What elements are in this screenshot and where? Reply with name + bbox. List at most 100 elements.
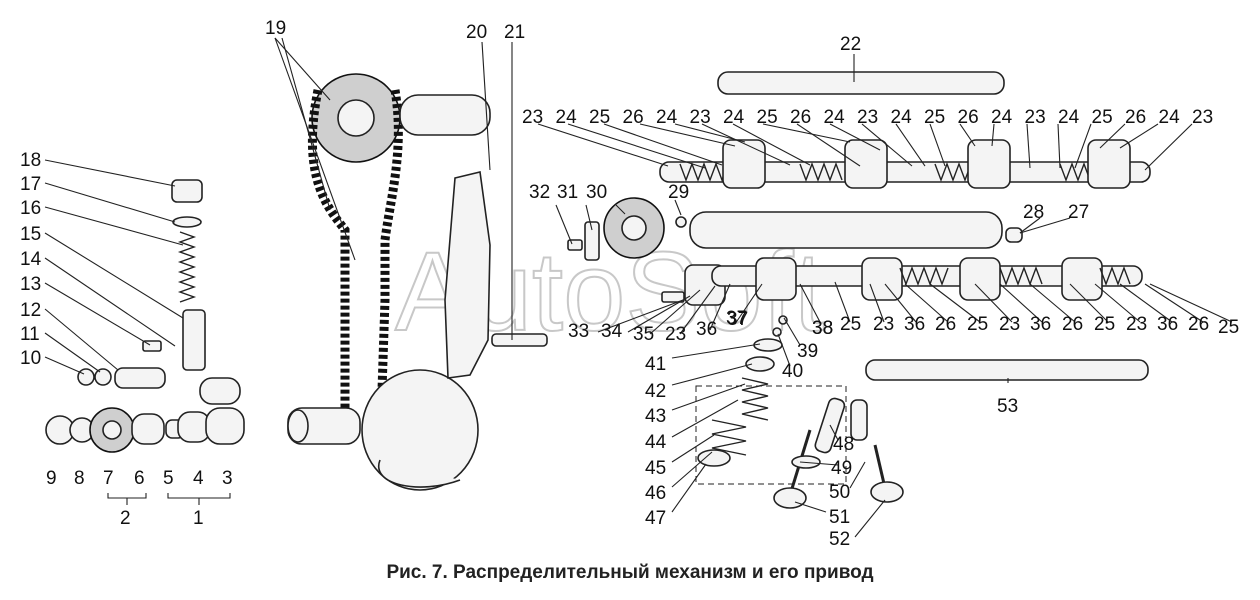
- callout-12: 12: [20, 300, 41, 321]
- ring-10: [77, 368, 95, 386]
- callout-top-row-1: 24: [556, 107, 578, 128]
- tensioner-cap: [171, 179, 203, 203]
- callout-11: 11: [20, 324, 40, 345]
- rocker-assembly: [659, 71, 1151, 189]
- callout-17: 17: [20, 174, 41, 195]
- leader-lines: [44, 37, 1233, 538]
- callout-14: 14: [20, 249, 42, 270]
- callout-top-row-13: 26: [958, 107, 979, 128]
- callout-33: 33: [568, 321, 589, 342]
- tensioner-washer: [172, 216, 202, 228]
- callout-bottom-row-5: 23: [873, 314, 894, 335]
- timing-chain-right: [375, 89, 403, 451]
- rocker-arm-3: [967, 139, 1011, 189]
- callout-8: 8: [74, 468, 85, 489]
- rocker-shaft-22: [717, 71, 1005, 95]
- callout-3: 3: [222, 468, 233, 489]
- lower-spring-b: [999, 266, 1043, 286]
- bolt-33: [661, 291, 685, 303]
- crankshaft-nose-end: [287, 409, 309, 443]
- tensioner-body: [182, 309, 206, 371]
- rocker-shaft-53: [865, 359, 1149, 381]
- retainer-42: [745, 356, 775, 372]
- tensioner-assembly: [45, 179, 245, 505]
- callout-top-row-6: 24: [723, 107, 745, 128]
- camshaft-gear-hub: [621, 215, 647, 241]
- exhaust-valve-head-52: [870, 481, 904, 503]
- callout-6: 6: [134, 468, 145, 489]
- callout-top-row-9: 24: [824, 107, 846, 128]
- callout-top-row-12: 25: [924, 107, 945, 128]
- exhaust-valve-stem: [873, 444, 887, 489]
- intake-valve-head-51: [773, 487, 807, 509]
- callout-47: 47: [645, 508, 666, 529]
- callout-bottom-row-11: 26: [1062, 314, 1083, 335]
- callout-13: 13: [20, 274, 41, 295]
- callout-31: 31: [557, 182, 578, 203]
- callout-38: 38: [812, 318, 833, 339]
- callout-41: 41: [645, 354, 666, 375]
- housing-3: [205, 407, 245, 445]
- bushing-6: [131, 413, 165, 445]
- spacer-spring-d: [1059, 162, 1091, 182]
- callout-51: 51: [829, 507, 850, 528]
- callout-27: 27: [1068, 202, 1089, 223]
- callout-44: 44: [645, 432, 667, 453]
- tensioner-bracket: [199, 377, 241, 405]
- callout-46: 46: [645, 483, 666, 504]
- callout-32: 32: [529, 182, 550, 203]
- figure-caption: Рис. 7. Распределительный механизм и его…: [386, 562, 874, 583]
- callout-7: 7: [103, 468, 114, 489]
- crank-web: [377, 459, 461, 488]
- callout-50: 50: [829, 482, 850, 503]
- callout-53: 53: [997, 396, 1018, 417]
- callout-1: 1: [193, 508, 204, 529]
- callout-bottom-row-16: 25: [1218, 317, 1239, 338]
- callout-30: 30: [586, 182, 607, 203]
- callout-bottom-row-8: 25: [967, 314, 988, 335]
- callout-52: 52: [829, 529, 850, 550]
- callout-top-row-5: 23: [690, 107, 711, 128]
- callout-5: 5: [163, 468, 174, 489]
- timing-drive: [287, 73, 548, 491]
- callout-bottom-row-15: 26: [1188, 314, 1209, 335]
- callout-22: 22: [840, 34, 861, 55]
- rocker-arm-4: [1087, 139, 1131, 189]
- callout-top-row-16: 24: [1058, 107, 1080, 128]
- valve-train: [695, 315, 904, 509]
- callout-top-row-15: 23: [1025, 107, 1046, 128]
- lower-rocker-3: [959, 257, 1001, 301]
- callout-18: 18: [20, 150, 41, 171]
- spring-cap-41: [753, 338, 783, 352]
- inner-spring-43: [741, 377, 769, 421]
- camshaft-stub: [399, 94, 491, 136]
- tensioner-spring: [177, 231, 197, 303]
- callout-43: 43: [645, 406, 666, 427]
- callout-28: 28: [1023, 202, 1044, 223]
- lower-spring-a: [899, 266, 949, 286]
- callout-top-row-14: 24: [991, 107, 1013, 128]
- callout-bottom-row-4: 25: [840, 314, 861, 335]
- plug-28: [1005, 227, 1023, 243]
- callout-bottom-row-7: 26: [935, 314, 956, 335]
- callout-34: 34: [601, 321, 623, 342]
- callout-bottom-row-0: 23: [665, 324, 686, 345]
- ring-11: [94, 368, 112, 386]
- callout-9: 9: [46, 468, 57, 489]
- callout-labels: 18 17 16 15 14 13 12 11 10 9 8 7 6 5 4 3…: [20, 18, 1089, 550]
- callout-bottom-row-2: 37: [727, 309, 748, 330]
- valve-group-outline: [695, 385, 847, 485]
- callout-40: 40: [782, 361, 803, 382]
- callout-bottom-row-14: 36: [1157, 314, 1178, 335]
- callout-top-row-0: 23: [522, 107, 543, 128]
- callout-top-row-2: 25: [589, 107, 610, 128]
- callout-21: 21: [504, 22, 525, 43]
- sleeve-12: [114, 367, 166, 389]
- callout-bottom-row-10: 36: [1030, 314, 1051, 335]
- callout-35: 35: [633, 324, 654, 345]
- callout-2: 2: [120, 508, 131, 529]
- camshaft: [689, 211, 1003, 249]
